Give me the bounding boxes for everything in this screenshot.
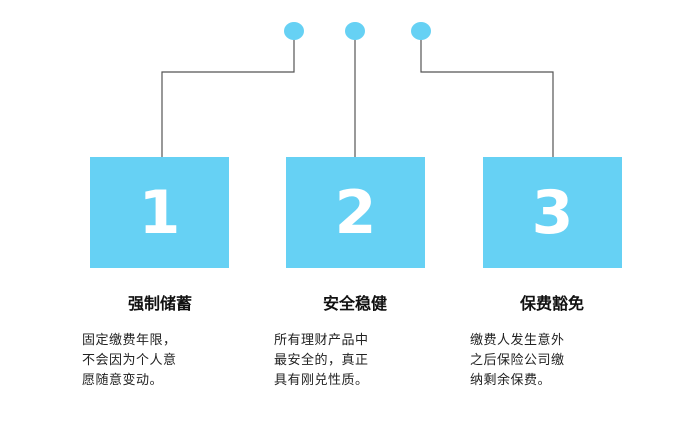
connector-line-1	[161, 32, 295, 157]
connector-dot-2	[345, 22, 365, 40]
description-1-line-3: 愿随意变动。	[82, 373, 164, 388]
title-1: 强制储蓄	[127, 294, 192, 313]
description-3: 缴费人发生意外 之后保险公司缴 纳剩余保费。	[470, 331, 645, 391]
description-3-line-2: 之后保险公司缴	[470, 353, 565, 368]
description-2-line-3: 具有刚兑性质。	[274, 373, 369, 388]
title-3: 保费豁免	[519, 294, 584, 313]
description-1: 固定缴费年限， 不会因为个人意 愿随意变动。	[82, 331, 257, 391]
description-1-line-2: 不会因为个人意	[82, 353, 177, 368]
title-2: 安全稳健	[322, 294, 387, 313]
description-1-line-1: 固定缴费年限，	[82, 333, 177, 348]
description-3-line-3: 纳剩余保费。	[470, 373, 552, 388]
description-2-line-1: 所有理财产品中	[274, 333, 369, 348]
number-label-1: 1	[138, 177, 181, 248]
description-2-line-2: 最安全的，真正	[274, 353, 369, 368]
connector-paths	[161, 32, 554, 157]
description-2: 所有理财产品中 最安全的，真正 具有刚兑性质。	[274, 331, 449, 391]
description-3-line-1: 缴费人发生意外	[470, 333, 565, 348]
number-box-1: 1	[90, 157, 229, 268]
number-label-2: 2	[334, 177, 377, 248]
connector-dot-3	[411, 22, 431, 40]
number-label-3: 3	[531, 177, 574, 248]
number-box-3: 3	[483, 157, 622, 268]
connector-line-3	[420, 32, 554, 157]
number-box-2: 2	[286, 157, 425, 268]
connector-dot-1	[284, 22, 304, 40]
